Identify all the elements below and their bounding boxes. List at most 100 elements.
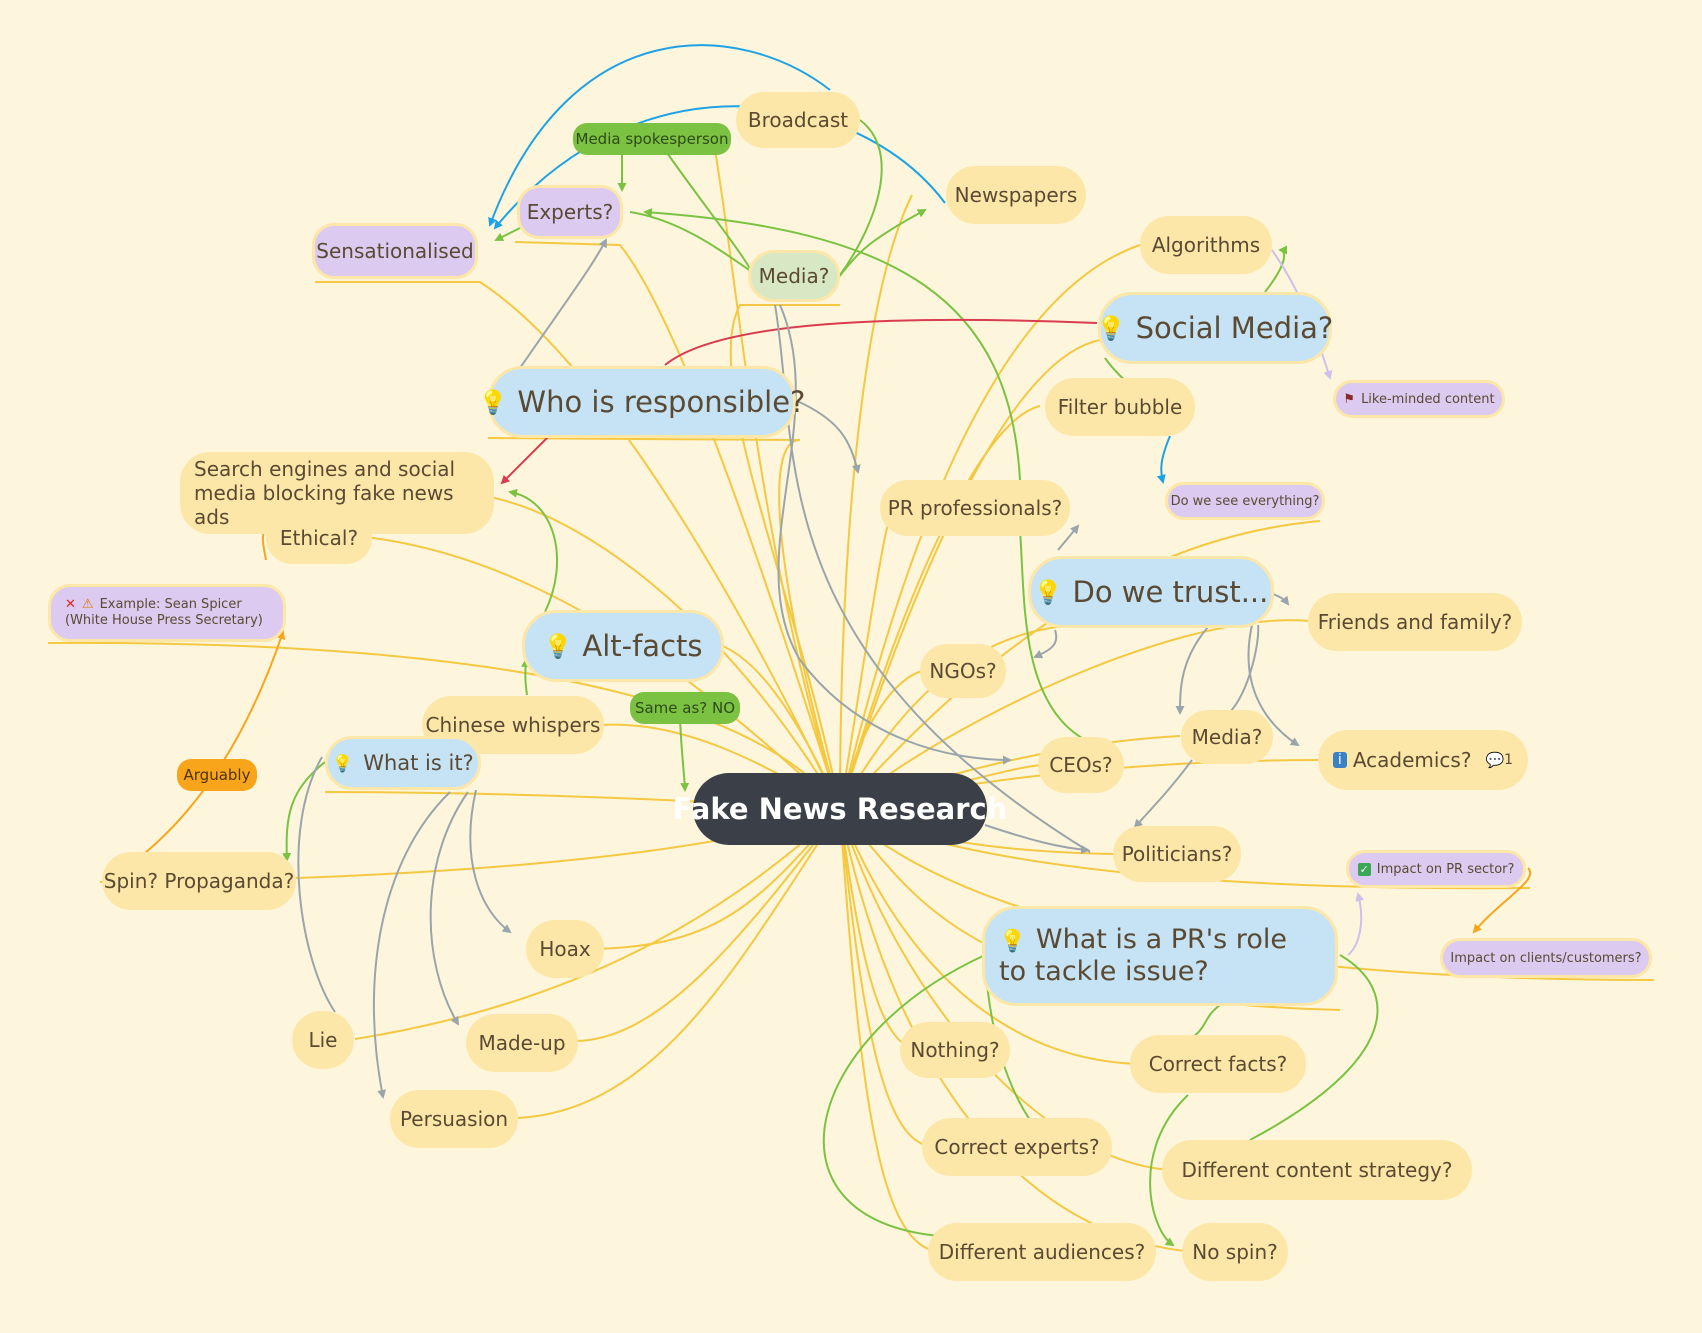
link-prrole-audiences — [822, 954, 986, 1237]
node-label: Impact on clients/customers? — [1450, 950, 1642, 966]
link-who-search — [500, 436, 549, 485]
node-impact-pr[interactable]: ✓Impact on PR sector? — [1346, 850, 1526, 888]
node-what-is-it[interactable]: 💡 What is it? — [325, 736, 481, 790]
node-media-spokesperson[interactable]: Media spokesperson — [573, 123, 731, 155]
link-filter-dowesee — [1156, 435, 1171, 484]
comment-count: 1 — [1504, 752, 1514, 768]
node-label: CEOs? — [1049, 753, 1113, 777]
node-who-responsible[interactable]: 💡 Who is responsible? — [479, 366, 805, 438]
root-label: Fake News Research — [672, 792, 1008, 826]
node-lie[interactable]: Lie — [292, 1011, 354, 1069]
branch-experts — [514, 241, 841, 811]
lightbulb-icon: 💡 — [332, 752, 354, 773]
branch-sensationalised — [315, 281, 841, 811]
lightbulb-icon: 💡 — [478, 389, 508, 416]
node-pr-role[interactable]: 💡What is a PR's role to tackle issue? — [982, 906, 1338, 1006]
node-text: Example: Sean Spicer (White House Press … — [65, 597, 263, 628]
node-label: Newspapers — [954, 183, 1078, 207]
node-different-audiences[interactable]: Different audiences? — [928, 1223, 1156, 1281]
node-newspapers[interactable]: Newspapers — [946, 166, 1086, 224]
node-alt-facts[interactable]: 💡Alt-facts — [522, 610, 724, 682]
branch-search-engines — [489, 496, 841, 811]
node-label: Hoax — [539, 937, 591, 961]
node-nothing[interactable]: Nothing? — [900, 1022, 1010, 1078]
comment-icon[interactable]: 💬 — [1485, 751, 1505, 769]
link-impactpr-clients — [1472, 867, 1532, 934]
node-label: Media? — [1191, 725, 1263, 749]
node-pr-professionals[interactable]: PR professionals? — [880, 480, 1070, 536]
node-root[interactable]: Fake News Research — [673, 773, 1007, 845]
branch-algorithms — [839, 244, 1141, 811]
node-friends-family[interactable]: Friends and family? — [1308, 593, 1522, 651]
branch-different-audiences — [839, 809, 936, 1252]
link-experts-sensationalised — [494, 227, 521, 241]
link-spin-example — [144, 630, 286, 854]
node-broadcast[interactable]: Broadcast — [736, 92, 860, 148]
node-ceos[interactable]: CEOs? — [1038, 737, 1124, 793]
node-spin-propaganda[interactable]: Spin? Propaganda? — [102, 852, 296, 910]
node-label: Experts? — [526, 200, 614, 224]
node-label: Same as? NO — [634, 699, 736, 717]
node-label: Lie — [308, 1028, 338, 1052]
node-arguably[interactable]: Arguably — [177, 759, 257, 791]
link-trust-academics — [1247, 624, 1300, 747]
node-label: ✕ ⚠Example: Sean Spicer (White House Pres… — [65, 597, 269, 628]
node-label: Like-minded content — [1361, 391, 1495, 407]
node-filter-bubble[interactable]: Filter bubble — [1045, 378, 1195, 436]
node-media-2[interactable]: Media? — [1181, 710, 1273, 764]
node-impact-clients[interactable]: Impact on clients/customers? — [1440, 938, 1652, 978]
node-hoax[interactable]: Hoax — [526, 920, 604, 978]
link-social-who — [664, 318, 1098, 366]
node-label: Algorithms — [1151, 233, 1261, 257]
link-trust-pr — [1057, 524, 1080, 551]
node-label: Search engines and social media blocking… — [194, 457, 456, 529]
red-cross-icon: ✕ — [65, 597, 76, 613]
warning-icon: ⚠ — [81, 597, 94, 613]
node-label: Do we trust... — [1072, 575, 1269, 609]
node-label: Made-up — [478, 1031, 566, 1055]
link-whatis-hoax — [469, 789, 512, 934]
node-same-as[interactable]: Same as? NO — [630, 692, 740, 724]
node-label: What is it? — [363, 751, 474, 775]
node-correct-facts[interactable]: Correct facts? — [1130, 1035, 1306, 1093]
node-sensationalised[interactable]: Sensationalised — [312, 223, 478, 279]
node-experts[interactable]: Experts? — [517, 185, 623, 239]
info-icon: i — [1332, 752, 1347, 768]
node-label: Friends and family? — [1317, 610, 1513, 634]
lightbulb-icon: 💡 — [1096, 315, 1126, 342]
node-label: Different audiences? — [938, 1240, 1146, 1264]
branch-lines — [47, 149, 1655, 1253]
node-correct-experts[interactable]: Correct experts? — [922, 1118, 1112, 1176]
link-media2-trust — [1229, 624, 1260, 713]
node-label: Impact on PR sector? — [1376, 861, 1515, 877]
branch-media — [729, 304, 841, 811]
node-ngos[interactable]: NGOs? — [920, 644, 1006, 698]
link-whatis-persuasion — [372, 791, 451, 1099]
node-like-minded[interactable]: ⚑Like-minded content — [1333, 380, 1505, 418]
node-label: Correct facts? — [1148, 1052, 1288, 1076]
node-politicians[interactable]: Politicians? — [1113, 826, 1241, 882]
node-made-up[interactable]: Made-up — [466, 1014, 578, 1072]
node-label: Different content strategy? — [1181, 1158, 1453, 1182]
link-root-politicians — [984, 824, 1090, 854]
node-social-media[interactable]: 💡Social Media? — [1096, 292, 1333, 364]
node-no-spin[interactable]: No spin? — [1182, 1223, 1288, 1281]
link-who-experts — [519, 238, 607, 369]
node-label: Sensationalised — [316, 239, 474, 263]
node-label: Who is responsible? — [517, 385, 806, 419]
link-media-broadcast — [837, 119, 883, 279]
link-prrole-impactpr — [1347, 892, 1365, 956]
node-do-we-trust[interactable]: 💡Do we trust... — [1028, 556, 1274, 628]
lightbulb-icon: 💡 — [999, 928, 1026, 954]
node-ethical[interactable]: Ethical? — [266, 512, 372, 564]
node-example-spicer[interactable]: ✕ ⚠Example: Sean Spicer (White House Pres… — [48, 584, 286, 642]
node-label: No spin? — [1192, 1240, 1278, 1264]
node-do-we-see[interactable]: Do we see everything? — [1165, 482, 1325, 520]
node-algorithms[interactable]: Algorithms — [1140, 216, 1272, 274]
node-different-content[interactable]: Different content strategy? — [1162, 1140, 1472, 1200]
node-persuasion[interactable]: Persuasion — [390, 1090, 518, 1148]
node-media[interactable]: Media? — [748, 250, 840, 302]
node-label: Broadcast — [747, 108, 849, 132]
